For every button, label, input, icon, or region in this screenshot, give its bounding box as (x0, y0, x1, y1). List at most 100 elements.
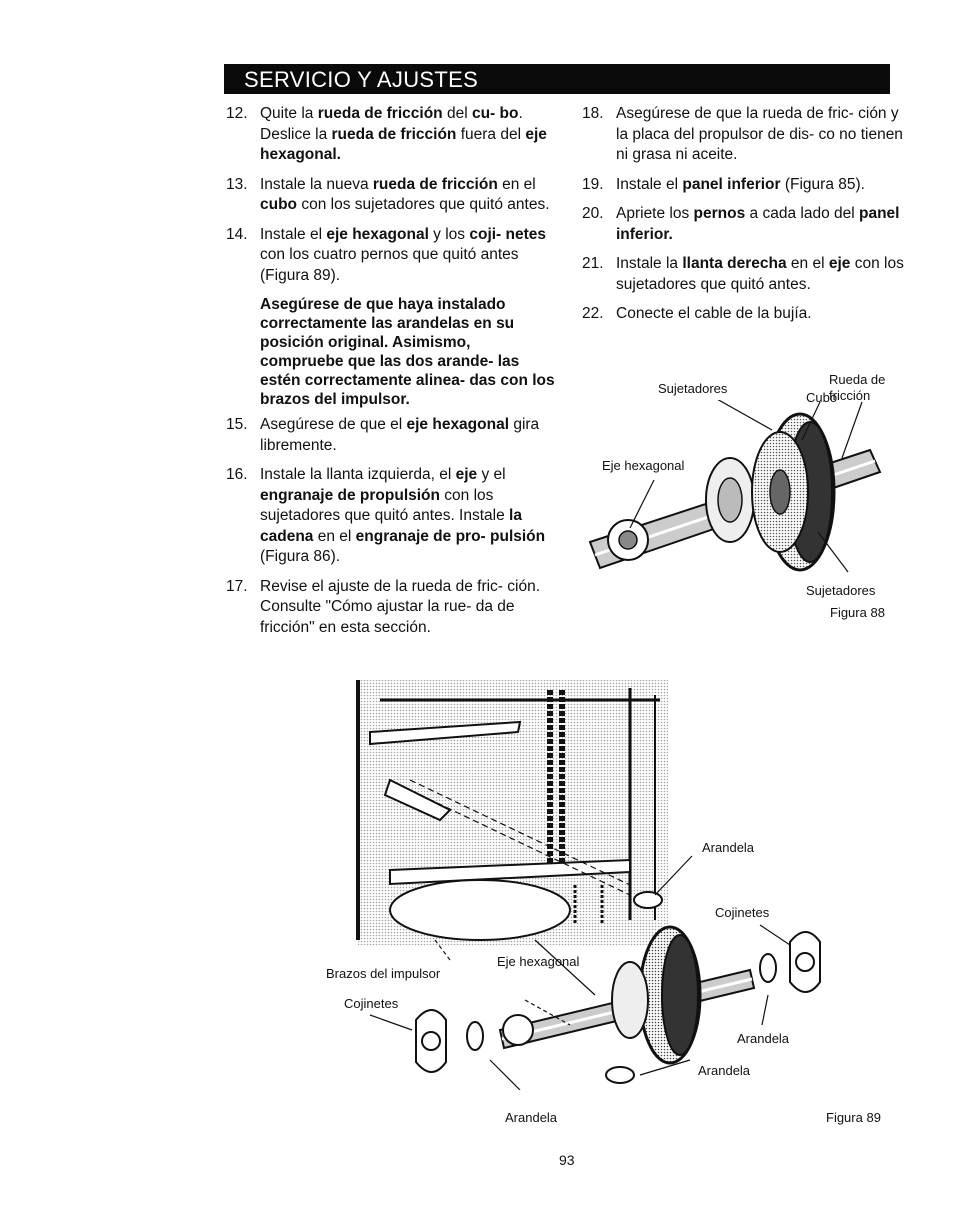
step-text: Instale el (260, 225, 327, 243)
drive-chain-graphic (547, 690, 565, 870)
step-number: 18. (582, 105, 604, 122)
step-emphasis: cu- bo (471, 105, 519, 122)
steps-list-c: 18. Asegúrese de que la rueda de fric- ci… (582, 104, 904, 325)
step-item: 14. Instale el eje hexagonal y los coji- … (226, 225, 556, 287)
step-number: 20. (582, 205, 604, 222)
step-number: 12. (226, 105, 248, 122)
step-item: 21. Instale la llanta derecha en el eje c… (582, 254, 904, 295)
section-header: SERVICIO Y AJUSTES (224, 64, 890, 94)
step-text: (Figura 85). (780, 175, 865, 193)
step-number: 13. (226, 175, 248, 193)
fig89-label-eje-hexagonal: Eje hexagonal (497, 954, 580, 969)
step-item: 16.Instale la llanta izquierda, el eje y… (226, 465, 556, 568)
fig89-label-cojinetes-right: Cojinetes (715, 905, 770, 920)
step-emphasis: eje (455, 466, 478, 483)
step-text: con los sujetadores que quitó antes. (297, 196, 550, 213)
step-text: Conecte el cable de la bujía. (616, 305, 812, 322)
fig89-label-arandela-top: Arandela (702, 840, 755, 855)
step-text: . Deslice la (260, 105, 523, 143)
step-item: 12.Quite la rueda de fricción del cu- bo… (226, 104, 556, 166)
step-emphasis: eje (828, 255, 851, 272)
hub-graphic (705, 457, 755, 543)
step-text: con los sujetadores que quitó antes. Ins… (260, 486, 510, 525)
step-text: en el (786, 255, 829, 272)
fig89-label-arandela-bottom: Arandela (698, 1063, 751, 1078)
drive-gear-graphic (607, 519, 649, 561)
step-emphasis: coji- netes (469, 225, 547, 243)
step-item: 20.Apriete los pernos a cada lado del pa… (582, 204, 904, 245)
step-emphasis: cubo (260, 196, 298, 213)
step-emphasis: eje hexagonal (326, 225, 429, 243)
step-emphasis: rueda de fricción (372, 175, 498, 193)
step-emphasis: engranaje de propulsión (260, 486, 440, 504)
step-number: 19. (582, 175, 604, 193)
section-title: SERVICIO Y AJUSTES (244, 67, 479, 92)
impeller-arms-graphic (369, 720, 631, 886)
step-item: 15. Asegúrese de que el eje hexagonal gir… (226, 415, 556, 456)
friction-wheel-graphic-89 (611, 925, 702, 1065)
step-emphasis: engranaje de pro- pulsión (355, 527, 546, 545)
step-text: Revise el ajuste de la rueda de fric- ci… (260, 577, 541, 636)
step-text: Apriete los (616, 205, 694, 222)
step-number: 22. (582, 305, 604, 322)
step-text: Instale el (616, 175, 683, 193)
step-number: 14. (226, 225, 248, 243)
step-text: y el (477, 466, 506, 483)
fig88-label-sujetadores-bottom: Sujetadores (806, 583, 876, 598)
page-number: 93 (559, 1152, 575, 1168)
step-text: gira libremente. (260, 416, 540, 454)
fig88-label-rueda-de: Rueda de (829, 372, 886, 387)
bearings-graphic (415, 931, 821, 1073)
steps-list-a: 12.Quite la rueda de fricción del cu- bo… (226, 104, 556, 286)
fig88-caption: Figura 88 (830, 605, 885, 620)
friction-wheel-graphic (751, 412, 836, 572)
step-emphasis: llanta derecha (682, 255, 787, 272)
step-text: fuera del (456, 125, 526, 143)
step-item: 18. Asegúrese de que la rueda de fric- ci… (582, 104, 904, 166)
step-text: Instale la llanta izquierda, el (260, 466, 456, 483)
right-column: 18. Asegúrese de que la rueda de fric- ci… (582, 104, 904, 334)
figure-89-leader-lines (369, 779, 791, 1090)
fig89-label-cojinetes-left: Cojinetes (344, 996, 399, 1011)
step-text: (Figura 86). (260, 548, 341, 565)
springs-graphic (573, 885, 604, 925)
drive-plate-graphic (389, 879, 571, 941)
fig88-label-eje-hexagonal: Eje hexagonal (602, 458, 685, 473)
figure-88-illustration (588, 400, 882, 573)
step-emphasis: rueda de fricción (317, 105, 443, 122)
warning-note: Asegúrese de que haya instalado correcta… (260, 296, 555, 408)
step-text: con los cuatro pernos que quitó antes (F… (260, 246, 519, 284)
step-number: 17. (226, 577, 248, 595)
step-text: Instale la (616, 255, 683, 272)
fig89-caption: Figura 89 (826, 1110, 881, 1125)
fig88-label-friccion: fricción (829, 388, 871, 403)
step-number: 21. (582, 255, 604, 272)
fig89-label-brazos-impulsor: Brazos del impulsor (326, 966, 441, 981)
step-emphasis: la cadena (260, 507, 522, 545)
step-text: en el (313, 527, 356, 545)
step-text: Instale la nueva (260, 175, 373, 193)
step-number: 15. (226, 416, 248, 433)
step-emphasis: panel inferior (682, 175, 781, 193)
step-item: 22. Conecte el cable de la bujía. (582, 304, 904, 325)
step-text: Quite la (260, 105, 318, 122)
step-text: y los (428, 225, 470, 243)
figure-88-leader-lines (629, 400, 863, 573)
step-text: con los sujetadores que quitó antes. (616, 255, 904, 293)
step-emphasis: eje hexagonal (406, 416, 510, 433)
step-item: 19. Instale el panel inferior (Figura 85)… (582, 175, 904, 196)
step-item: 17. Revise el ajuste de la rueda de fric-… (226, 577, 556, 639)
step-text: a cada lado del (745, 205, 859, 222)
fig89-label-arandela-left: Arandela (505, 1110, 558, 1125)
step-text: Asegúrese de que el (260, 416, 407, 433)
step-emphasis: rueda de fricción (331, 125, 457, 143)
drive-gear-graphic-89 (502, 1014, 534, 1046)
step-emphasis: panel inferior. (616, 205, 900, 243)
step-text: en el (497, 175, 536, 193)
figure-89-illustration (356, 680, 821, 1090)
left-column: 12.Quite la rueda de fricción del cu- bo… (226, 104, 556, 647)
fig89-label-arandela-right: Arandela (737, 1031, 790, 1046)
fig88-label-sujetadores-top: Sujetadores (658, 381, 728, 396)
step-text: Asegúrese de que la rueda de fric- ción … (616, 105, 903, 163)
step-emphasis: eje hexagonal. (260, 125, 547, 164)
